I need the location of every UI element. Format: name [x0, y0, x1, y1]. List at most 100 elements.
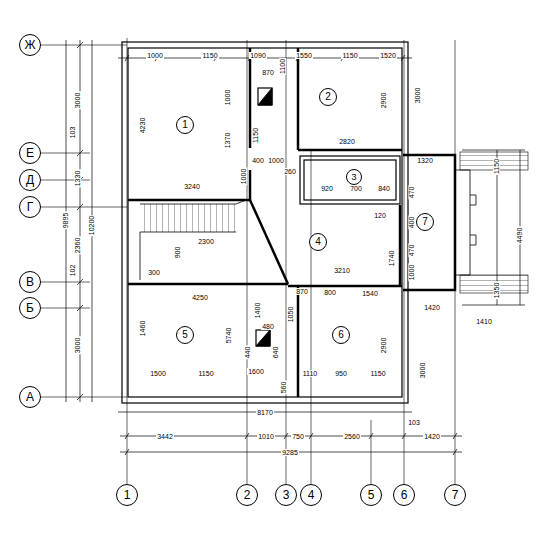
dimension-label: 470	[409, 243, 416, 257]
dimension-label: 800	[323, 289, 337, 296]
dimension-label: 2900	[380, 336, 387, 354]
axis-bubble: 2	[236, 484, 258, 506]
room-number: 5	[176, 326, 194, 344]
node-text: Е	[26, 147, 34, 159]
node-text: 6	[401, 489, 408, 501]
room-number: 6	[332, 326, 350, 344]
dimension-label: 840	[377, 185, 391, 192]
dimension-label: 1000	[146, 52, 164, 59]
dimension-label: 900	[175, 245, 182, 259]
node-text: 2	[244, 489, 251, 501]
node-text: Г	[27, 201, 34, 213]
dimension-label: 440	[245, 345, 252, 359]
room-number: 4	[309, 233, 327, 251]
grid-lines	[41, 38, 455, 484]
dimension-label: 3442	[156, 433, 174, 440]
dimension-label: 1520	[379, 52, 397, 59]
dimension-label: 920	[320, 185, 334, 192]
axis-bubble: 1	[116, 484, 138, 506]
dimension-label: 1000	[240, 167, 247, 185]
dimension-label: 1110	[302, 370, 319, 377]
node-text: 7	[452, 489, 459, 501]
stairs	[140, 152, 528, 293]
dimension-label: 3000	[419, 361, 426, 379]
dimension-label: 1500	[149, 370, 167, 377]
axis-bubble: 7	[444, 484, 466, 506]
axis-bubble: Б	[19, 297, 41, 319]
dimension-label: 1100	[280, 57, 287, 74]
room-number: 1	[176, 116, 194, 134]
axis-bubble: Ж	[19, 34, 41, 56]
dimension-label: 1150	[253, 126, 260, 143]
dimension-label: 950	[334, 370, 348, 377]
dimension-label: 1320	[416, 157, 434, 164]
dimension-label: 1550	[295, 52, 313, 59]
axis-bubble: Г	[19, 196, 41, 218]
dimension-label: 1420	[423, 304, 441, 311]
dimension-label: 300	[147, 269, 161, 276]
dimension-label: 9895	[62, 211, 69, 229]
node-text: 5	[182, 330, 188, 340]
dimension-label: 1050	[287, 305, 294, 323]
dimension-label: 103	[407, 419, 421, 426]
dimension-label: 470	[409, 185, 416, 199]
dimension-label: 1740	[388, 249, 395, 267]
dimension-label: 1150	[369, 370, 386, 377]
dimension-label: 2560	[343, 433, 361, 440]
node-text: 5	[368, 489, 375, 501]
dimension-label: 640	[273, 345, 280, 359]
dimension-label: 1330	[74, 169, 81, 187]
dimension-label: 1370	[224, 131, 231, 149]
dimension-label: 1150	[494, 157, 501, 174]
dimension-label: 1460	[139, 319, 146, 337]
dimension-label: 120	[373, 212, 387, 219]
dimension-label: 1350	[493, 281, 500, 299]
axis-bubble: 6	[393, 484, 415, 506]
dimension-label: 1000	[224, 88, 231, 106]
dimension-label: 1090	[249, 52, 267, 59]
node-text: 3	[351, 173, 356, 182]
node-text: Д	[26, 174, 34, 186]
dimension-label: 1410	[475, 318, 493, 325]
dimension-label: 1400	[254, 301, 261, 319]
axis-bubble: Д	[19, 169, 41, 191]
node-text: 3	[283, 489, 290, 501]
dimension-label: 2900	[380, 91, 387, 109]
dimension-label: 870	[295, 288, 309, 295]
dimension-label: 3240	[183, 183, 201, 190]
dimension-label: 8170	[256, 409, 274, 416]
dimension-label: 400	[251, 157, 265, 164]
dimension-label: 260	[283, 168, 297, 175]
dimension-label: 750	[291, 433, 305, 440]
walls	[122, 42, 455, 403]
node-text: Ж	[24, 39, 35, 51]
dimension-label: 1000	[408, 263, 415, 281]
dimension-label: 1150	[197, 370, 214, 377]
node-text: 4	[308, 489, 315, 501]
dimension-label: 4250	[191, 294, 209, 301]
node-text: 7	[422, 217, 428, 227]
axis-bubble: Е	[19, 142, 41, 164]
dimension-label: 3000	[74, 91, 81, 109]
dimension-label: 480	[261, 323, 275, 330]
dimension-label: 1540	[361, 290, 379, 297]
axis-bubble: 4	[300, 484, 322, 506]
axis-bubble: В	[19, 271, 41, 293]
dimension-label: 4230	[139, 116, 146, 134]
dimension-label: 560	[281, 380, 288, 394]
node-text: 2	[325, 92, 331, 102]
node-text: 1	[124, 489, 131, 501]
room-number: 3	[346, 169, 362, 185]
dimension-label: 4490	[516, 226, 523, 244]
dimension-label: 5740	[225, 326, 232, 344]
dimension-label: 1150	[341, 52, 358, 59]
room-number: 7	[416, 213, 434, 231]
dimension-label: 103	[70, 125, 77, 139]
dimension-label: 1000	[267, 157, 285, 164]
dimension-label: 1150	[201, 52, 218, 59]
dimension-label: 102	[70, 263, 77, 277]
dimension-label: 9285	[281, 449, 299, 456]
dimension-label: 3210	[333, 267, 351, 274]
